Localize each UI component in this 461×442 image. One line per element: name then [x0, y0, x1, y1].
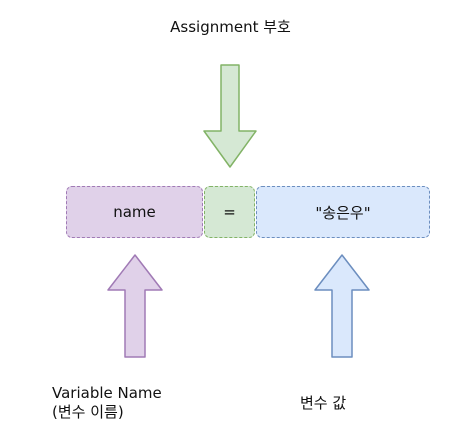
- variable-name-text: name: [113, 203, 156, 221]
- variable-value-box: "송은우": [256, 186, 430, 238]
- variable-value-label: 변수 값: [300, 394, 347, 412]
- assignment-operator-text: =: [223, 203, 236, 221]
- variable-name-arrow: [107, 254, 163, 358]
- assignment-operator-label: Assignment 부호: [170, 18, 291, 36]
- assignment-arrow: [203, 64, 257, 168]
- variable-name-box: name: [66, 186, 203, 238]
- variable-value-text: "송은우": [315, 203, 371, 222]
- variable-name-label-line2: (변수 이름): [52, 403, 124, 421]
- variable-value-arrow: [314, 254, 370, 358]
- variable-name-label: Variable Name (변수 이름): [52, 384, 162, 422]
- variable-name-label-line1: Variable Name: [52, 384, 162, 402]
- assignment-operator-box: =: [204, 186, 255, 238]
